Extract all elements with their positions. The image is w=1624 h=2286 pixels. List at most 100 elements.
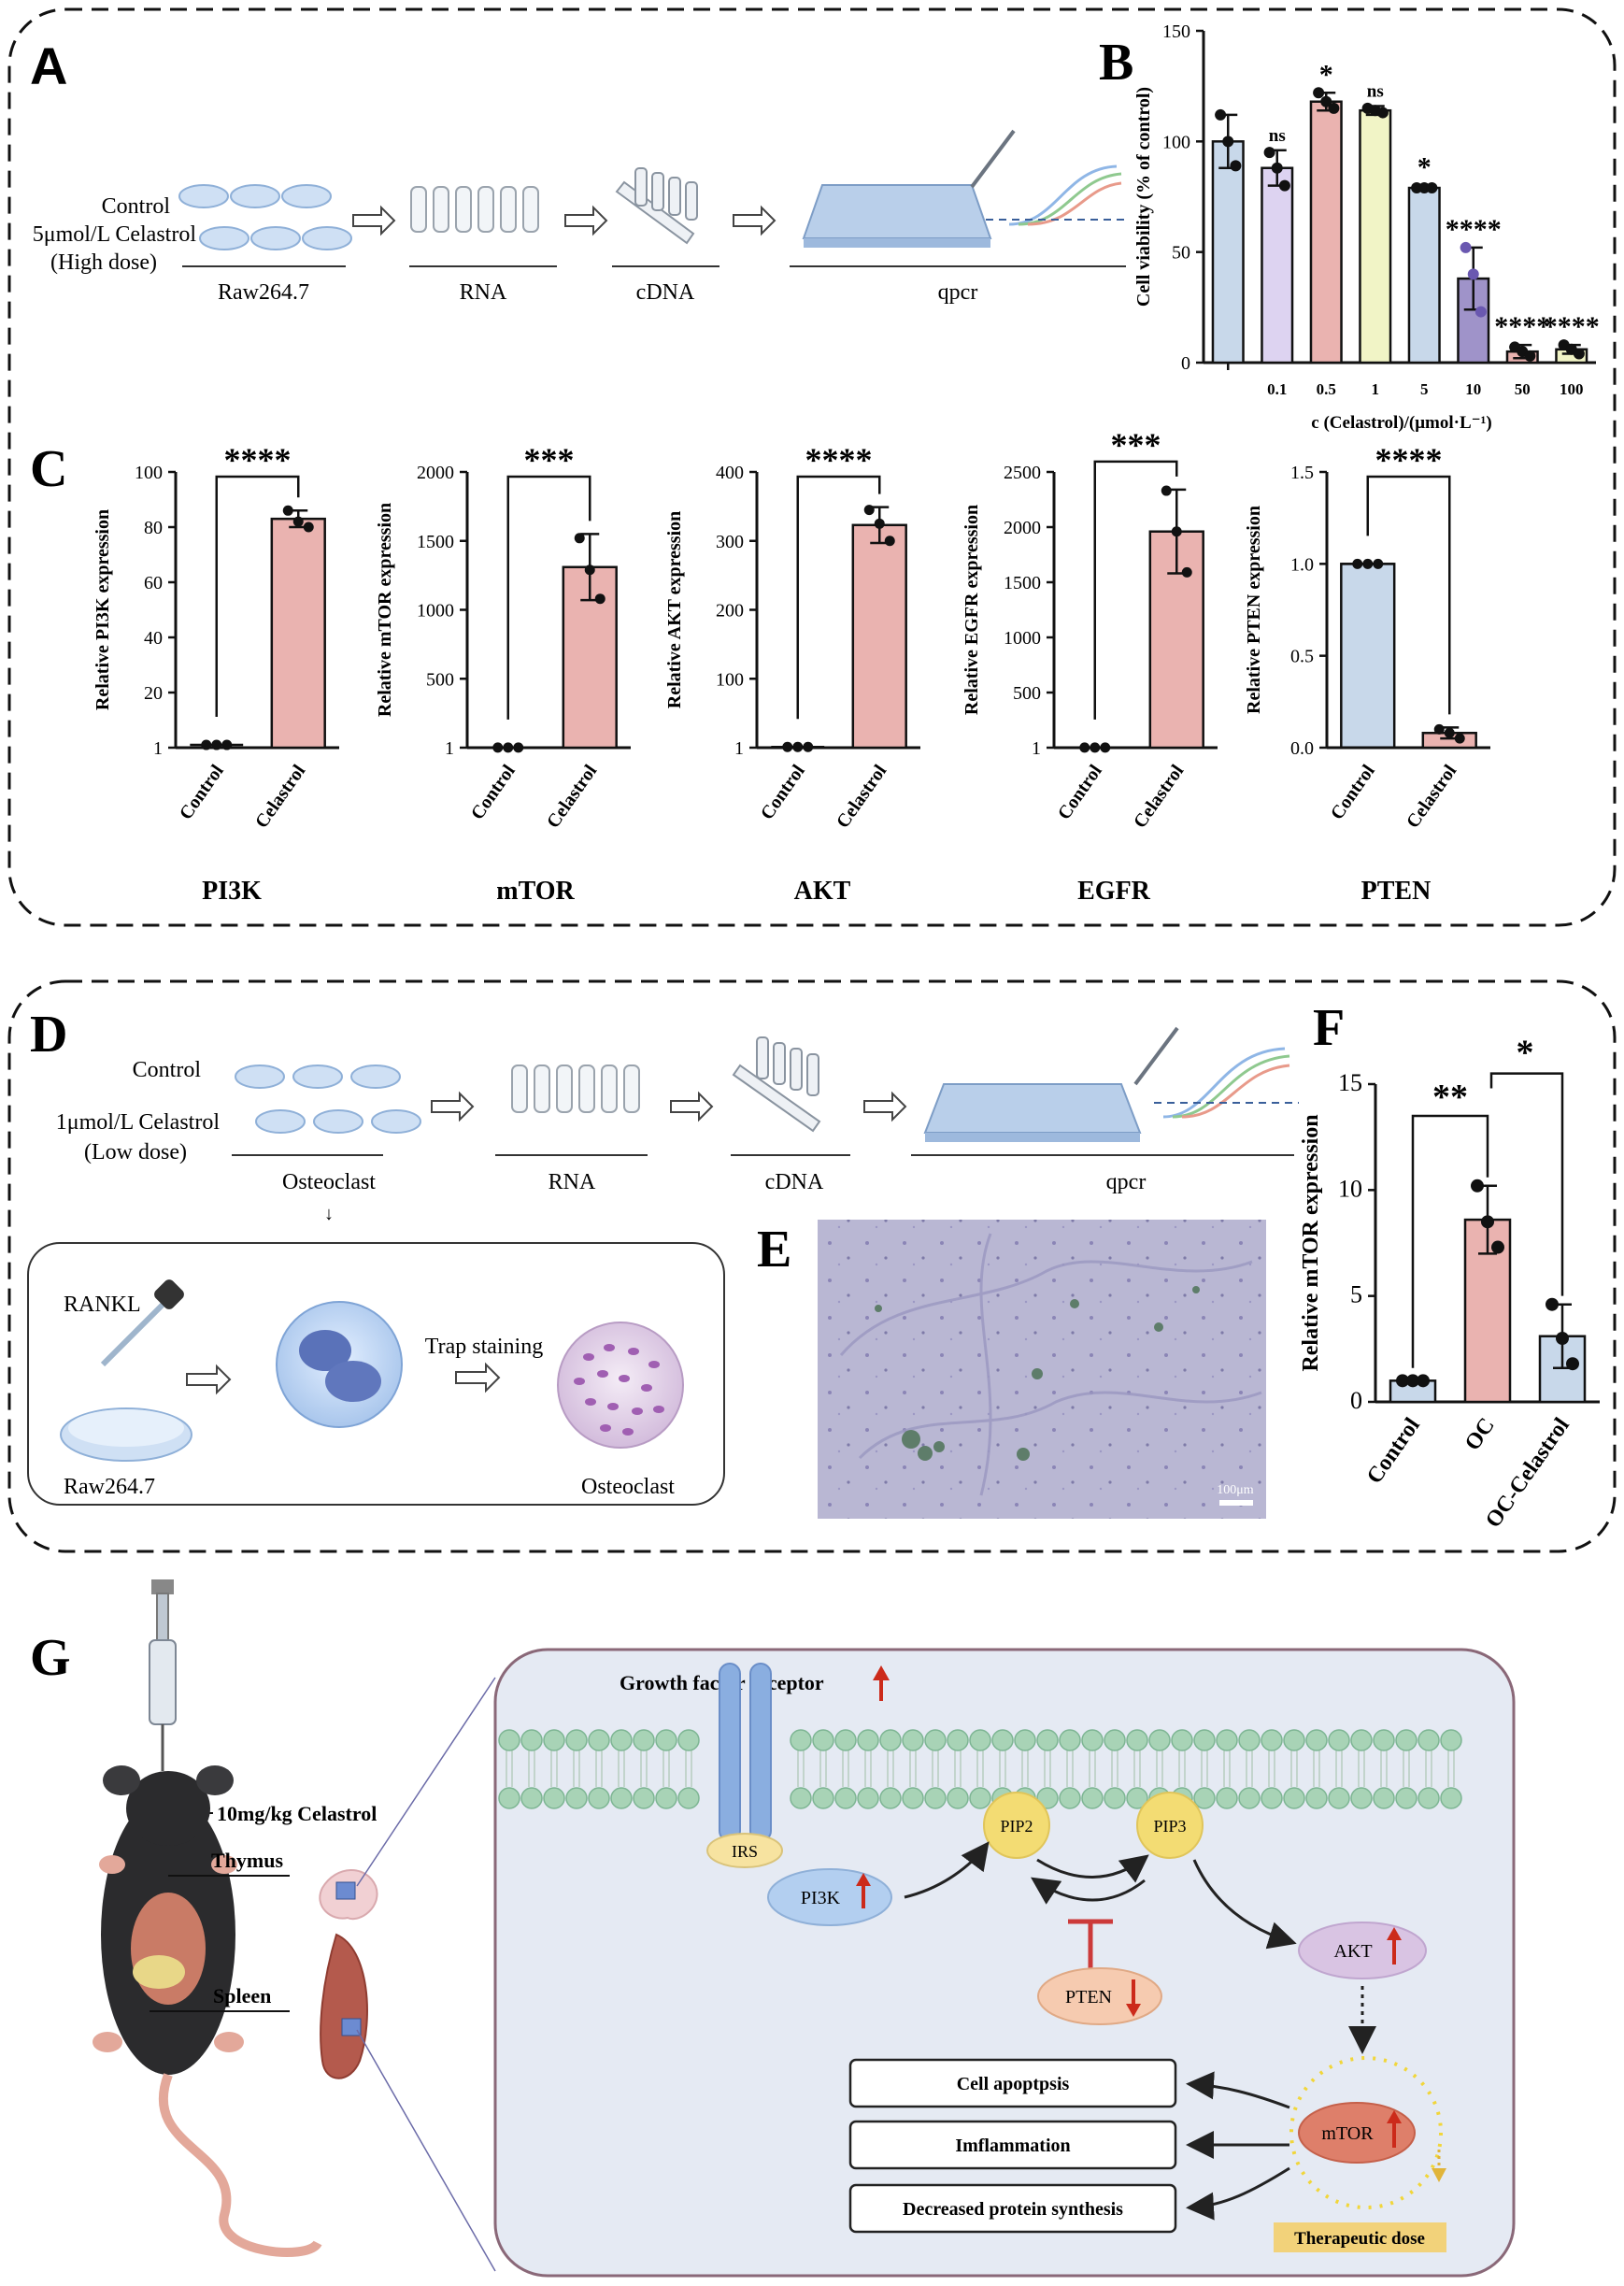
qpcr-plate-icon — [923, 1026, 1179, 1142]
thymus-label: Thymus — [211, 1849, 283, 1872]
y-tick-label: 0.5 — [1290, 647, 1314, 667]
amplification-curves-icon — [986, 164, 1126, 226]
data-point — [292, 516, 304, 527]
pten-label: PTEN — [1065, 1987, 1112, 2007]
panel-letter-b: B — [1099, 34, 1133, 92]
pip3-node: PIP3 — [1136, 1792, 1204, 1859]
scale-bar — [1219, 1500, 1253, 1506]
lipid-head — [1148, 1729, 1171, 1751]
data-point — [1491, 1240, 1504, 1254]
d-group-dose-label: (Low dose) — [84, 1140, 187, 1164]
data-point — [1362, 558, 1374, 569]
outcome-protein-synthesis: Decreased protein synthesis — [848, 2183, 1177, 2234]
spleen-label: Spleen — [213, 1984, 271, 2007]
data-point — [1181, 566, 1192, 578]
y-axis-label: Relative mTOR expression — [375, 503, 395, 717]
y-axis-label: Cell viability (% of control) — [1133, 87, 1154, 307]
y-tick-label: 100 — [716, 669, 744, 690]
group-control-label: Control — [102, 194, 171, 219]
data-point — [1481, 1215, 1494, 1229]
frame-top — [7, 7, 1617, 927]
category-label: 5 — [1420, 380, 1429, 398]
lipid-head — [677, 1787, 700, 1809]
therapeutic-label: Therapeutic dose — [1294, 2229, 1425, 2249]
therapeutic-badge: Therapeutic dose — [1274, 2222, 1446, 2252]
pip3-label: PIP3 — [1153, 1817, 1186, 1836]
data-point — [1271, 162, 1283, 174]
y-tick-label: 5 — [1350, 1281, 1362, 1308]
data-point — [884, 536, 895, 547]
d-group-control-label: Control — [133, 1058, 202, 1082]
lipid-head — [1193, 1787, 1216, 1809]
bar — [1407, 186, 1441, 364]
hollow-arrow-icon — [733, 205, 776, 236]
panel-letter-f: F — [1313, 999, 1345, 1057]
hollow-arrow-icon — [670, 1091, 714, 1122]
significance-label: *** — [524, 441, 575, 479]
lipid-head — [834, 1787, 857, 1809]
lipid-head — [1059, 1729, 1081, 1751]
data-point — [1460, 241, 1472, 253]
y-tick-label: 80 — [144, 518, 163, 538]
significance-label: ** — [1432, 1078, 1468, 1117]
y-tick-label: 100 — [135, 463, 163, 483]
category-label: Control — [1054, 761, 1106, 823]
data-point — [1426, 182, 1438, 194]
lipid-head — [1238, 1729, 1261, 1751]
osteoclast-cell-icon — [557, 1322, 684, 1449]
lipid-head — [655, 1787, 677, 1809]
outcome-label: Imflammation — [955, 2136, 1070, 2156]
hollow-arrow-icon — [564, 205, 608, 236]
lipid-head — [1171, 1729, 1193, 1751]
d-group-treatment-label: 1μmol/L Celastrol — [56, 1110, 221, 1135]
lipid-head — [1261, 1729, 1283, 1751]
inset-osteoclast-label: Osteoclast — [581, 1475, 675, 1499]
lipid-head — [857, 1729, 879, 1751]
step-qpcr-label: qpcr — [938, 280, 978, 305]
panel-letter-c: C — [30, 440, 67, 498]
category-label: Celastrol — [1130, 761, 1189, 832]
lipid-head — [1417, 1729, 1440, 1751]
rna-tubes-icon — [511, 1064, 640, 1113]
panel-letter-g: G — [30, 1629, 71, 1687]
lipid-head — [1036, 1729, 1059, 1751]
data-point — [1396, 1374, 1409, 1388]
amplification-curves-icon — [1154, 1047, 1299, 1119]
y-tick-label: 1500 — [417, 532, 454, 552]
data-point — [1471, 1179, 1484, 1193]
y-tick-label: 1.0 — [1290, 554, 1314, 575]
y-axis-label: Relative PI3K expression — [93, 509, 113, 710]
y-tick-label: 1.5 — [1290, 463, 1314, 483]
macrophage-cell-icon — [276, 1301, 403, 1428]
data-point — [1566, 1357, 1579, 1371]
akt-label: AKT — [1333, 1941, 1372, 1962]
injection-label: 10mg/kg Celastrol — [217, 1802, 377, 1825]
category-label: Celastrol — [251, 761, 310, 832]
category-label: Control — [467, 761, 520, 823]
category-label: 0.5 — [1317, 380, 1336, 398]
data-point — [201, 739, 212, 750]
significance-bracket — [506, 475, 591, 720]
data-point — [492, 742, 504, 753]
inset-raw-label: Raw264.7 — [64, 1475, 155, 1499]
caption-pi3k: PI3K — [202, 877, 262, 906]
y-tick-label: 40 — [144, 628, 163, 649]
caption-mtor: mTOR — [496, 877, 575, 906]
data-point — [1161, 485, 1172, 496]
outcome-cell-apoptosis: Cell apoptpsis — [848, 2058, 1177, 2108]
category-label: Control — [1327, 761, 1379, 823]
d-step-osteoclast-label: Osteoclast — [282, 1170, 376, 1194]
scale-bar-label: 100μm — [1217, 1483, 1254, 1497]
lipid-head — [1014, 1729, 1036, 1751]
lipid-head — [1081, 1787, 1104, 1809]
data-point — [303, 521, 314, 533]
data-point — [574, 533, 585, 544]
data-point — [1100, 742, 1111, 753]
lipid-head — [1126, 1787, 1148, 1809]
bar — [1261, 166, 1294, 364]
significance-label: * — [1417, 152, 1432, 183]
data-point — [1171, 526, 1182, 537]
lipid-head — [633, 1729, 655, 1751]
